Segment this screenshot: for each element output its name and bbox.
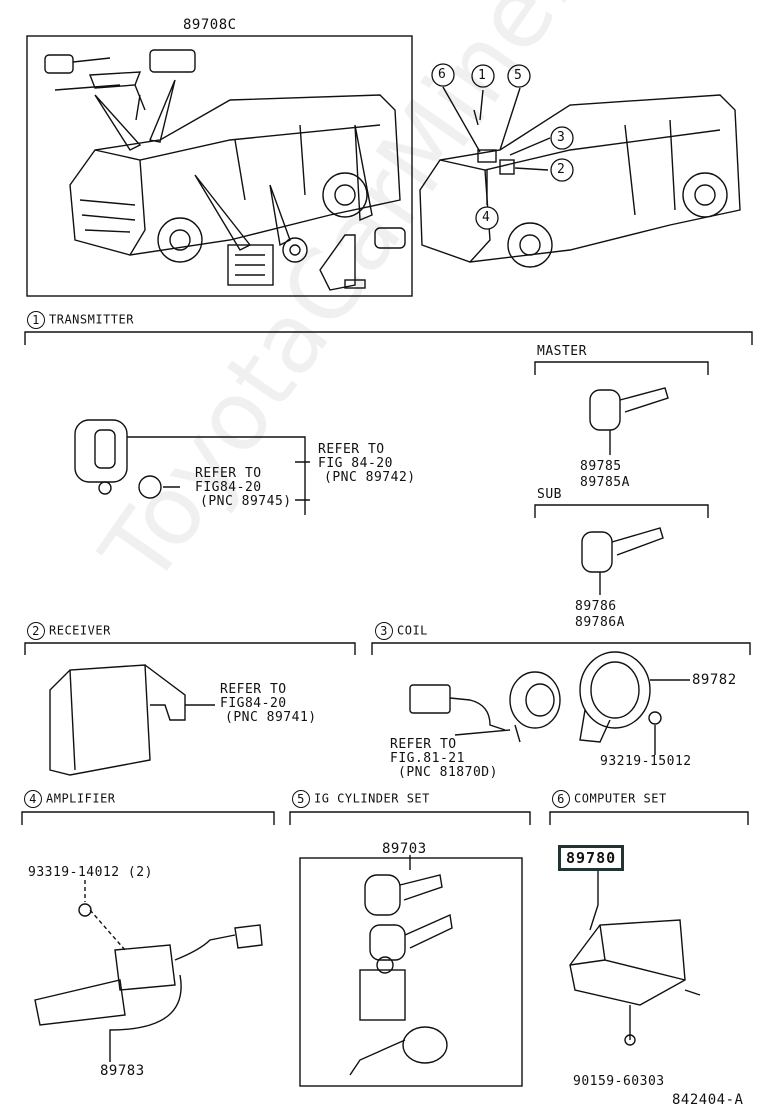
receiver-illustration — [49, 664, 215, 776]
ig-cylinder-part: 89703 — [382, 841, 427, 857]
sub-part-2: 89786A — [575, 615, 625, 630]
callout-2-text: 2 — [557, 162, 566, 177]
receiver-refer-2: FIG84-20 — [220, 696, 287, 711]
sub-label: SUB — [537, 487, 562, 502]
callout-1-text: 1 — [478, 68, 487, 83]
transmitter-refer-a-3: (PNC 89742) — [324, 470, 416, 485]
transmitter-illustration — [74, 419, 310, 515]
computer-part-highlight: 89780 — [558, 845, 625, 871]
coil-refer-2: FIG.81-21 — [390, 751, 465, 766]
figure-id: 842404-A — [672, 1092, 744, 1108]
vehicle-right-illustration — [419, 94, 741, 268]
callout-4 — [475, 206, 499, 230]
callout-5-text: 5 — [514, 68, 523, 83]
vehicle-left-illustration — [69, 94, 401, 263]
amplifier-part: 89783 — [100, 1063, 145, 1079]
transmitter-refer-b-3: (PNC 89745) — [200, 494, 292, 509]
callout-2 — [550, 158, 574, 182]
master-part-1: 89785 — [580, 459, 622, 474]
transmitter-refer-b-2: FIG84-20 — [195, 480, 262, 495]
callout-6-text: 6 — [438, 67, 447, 82]
receiver-refer-3: (PNC 89741) — [225, 710, 317, 725]
amplifier-illustration — [34, 880, 263, 1062]
coil-refer-3: (PNC 81870D) — [398, 765, 498, 780]
transmitter-refer-a-1: REFER TO — [318, 442, 385, 457]
master-part-2: 89785A — [580, 475, 630, 490]
coil-illustration — [409, 651, 690, 755]
computer-illustration — [569, 868, 701, 1046]
computer-screw: 90159-60303 — [573, 1074, 665, 1089]
coil-screw: 93219-15012 — [600, 754, 692, 769]
master-key-illustration — [589, 387, 669, 455]
master-label: MASTER — [537, 344, 587, 359]
callout-6 — [431, 63, 455, 87]
sub-part-1: 89786 — [575, 599, 617, 614]
coil-part: 89782 — [692, 672, 737, 688]
receiver-refer-1: REFER TO — [220, 682, 287, 697]
amplifier-screw: 93319-14012 (2) — [28, 865, 153, 880]
transmitter-refer-a-2: FIG 84-20 — [318, 456, 393, 471]
callout-4-text: 4 — [482, 210, 491, 225]
callout-5 — [507, 64, 531, 88]
lock-parts-illustration — [44, 49, 406, 291]
fig-ref-label: 89708C — [183, 17, 237, 33]
callout-1 — [471, 64, 495, 88]
ig-cylinder-frame — [299, 857, 523, 1087]
transmitter-refer-b-1: REFER TO — [195, 466, 262, 481]
ig-cylinder-illustration — [349, 855, 453, 1076]
callout-3 — [550, 126, 574, 150]
overview-frame — [26, 35, 413, 297]
coil-refer-1: REFER TO — [390, 737, 457, 752]
sub-key-illustration — [581, 527, 664, 595]
callout-3-text: 3 — [557, 130, 566, 145]
